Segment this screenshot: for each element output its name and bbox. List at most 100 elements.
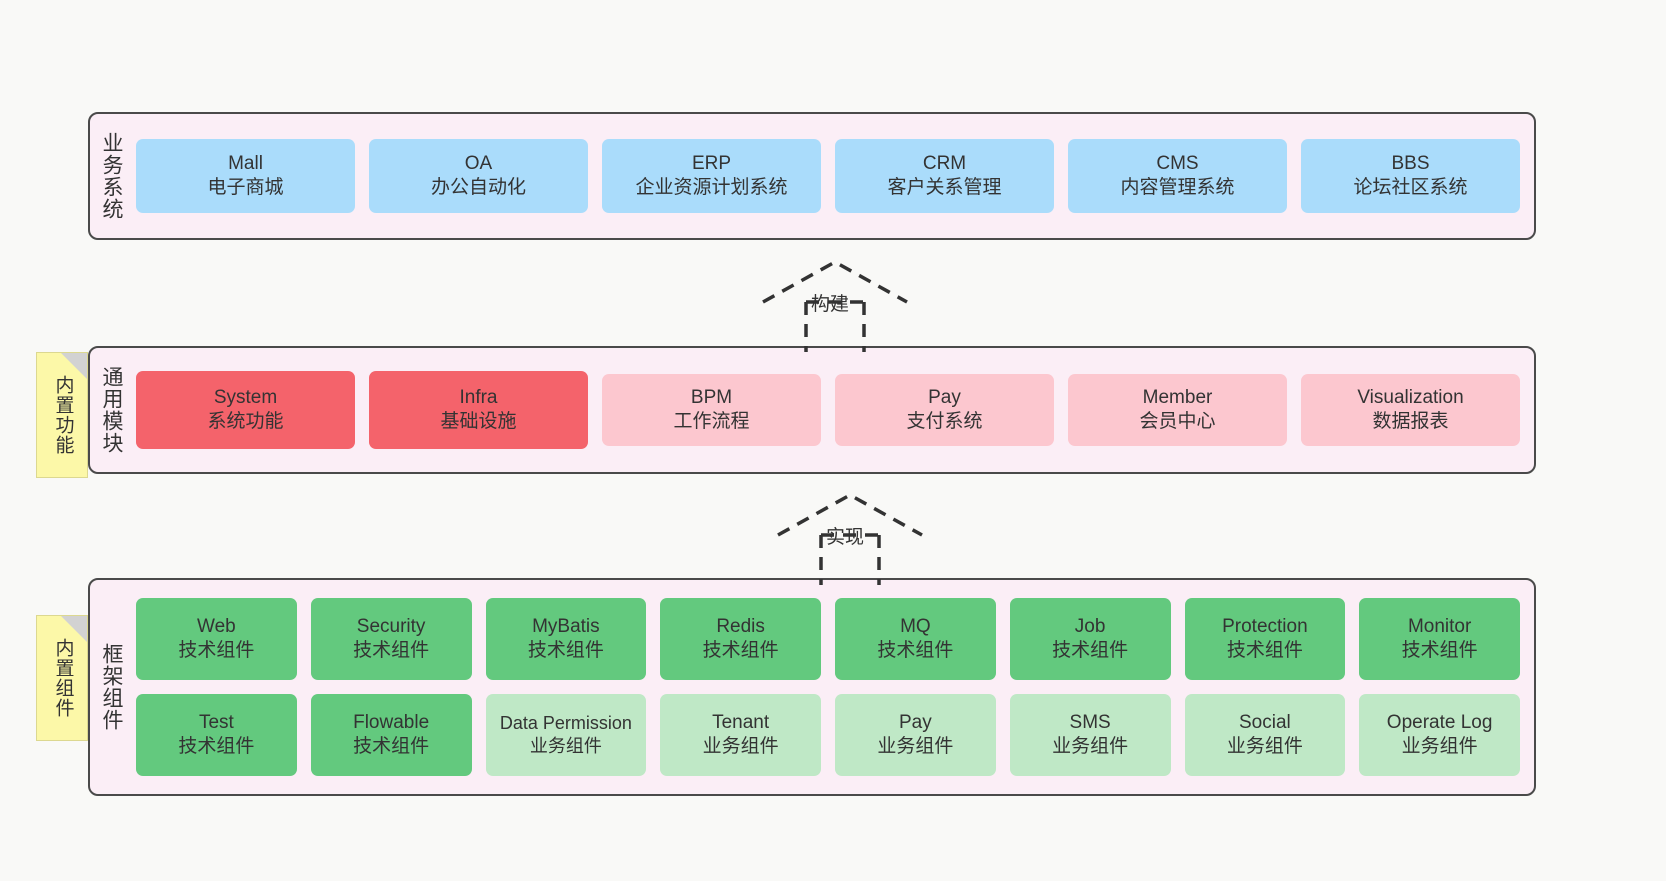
card-operate-log-desc: 业务组件 xyxy=(1401,736,1478,757)
card-system-desc: 系统功能 xyxy=(207,411,284,432)
card-sms-desc: 业务组件 xyxy=(1052,736,1129,757)
card-visualization-name: Visualization xyxy=(1357,386,1464,408)
card-monitor[interactable]: Monitor 技术组件 xyxy=(1359,598,1520,680)
card-job[interactable]: Job 技术组件 xyxy=(1009,598,1171,680)
card-crm-desc: 客户关系管理 xyxy=(887,177,1002,198)
card-data-permission-name: Data Permission xyxy=(499,712,632,733)
card-tenant[interactable]: Tenant 业务组件 xyxy=(660,694,821,776)
connector-build: 构建 xyxy=(755,256,915,352)
card-web-name: Web xyxy=(197,615,236,637)
card-flowable-desc: 技术组件 xyxy=(353,736,430,757)
card-infra-name: Infra xyxy=(459,386,498,408)
card-monitor-name: Monitor xyxy=(1407,615,1472,637)
card-member[interactable]: Member 会员中心 xyxy=(1068,374,1287,446)
card-cms[interactable]: CMS 内容管理系统 xyxy=(1068,139,1287,213)
card-pay-component[interactable]: Pay 业务组件 xyxy=(835,694,996,776)
card-erp-desc: 企业资源计划系统 xyxy=(635,177,788,198)
card-redis-name: Redis xyxy=(716,615,765,637)
card-mall[interactable]: Mall 电子商城 xyxy=(136,139,355,213)
card-bbs-name: BBS xyxy=(1391,152,1430,174)
card-job-name: Job xyxy=(1074,615,1106,637)
connector-implement-label: 实现 xyxy=(826,527,865,548)
card-crm-name: CRM xyxy=(922,152,967,174)
card-pay-module-desc: 支付系统 xyxy=(906,411,983,432)
card-bpm-name: BPM xyxy=(690,386,733,408)
card-cms-name: CMS xyxy=(1156,152,1199,174)
connector-build-arrowhead xyxy=(762,259,908,304)
card-social-desc: 业务组件 xyxy=(1226,736,1303,757)
card-sms[interactable]: SMS 业务组件 xyxy=(1009,694,1171,776)
card-bbs-desc: 论坛社区系统 xyxy=(1353,177,1468,198)
card-social[interactable]: Social 业务组件 xyxy=(1184,694,1346,776)
card-oa-desc: 办公自动化 xyxy=(430,177,526,198)
card-test[interactable]: Test 技术组件 xyxy=(136,694,297,776)
card-operate-log[interactable]: Operate Log 业务组件 xyxy=(1359,694,1520,776)
card-system[interactable]: System 系统功能 xyxy=(136,371,355,449)
card-member-desc: 会员中心 xyxy=(1139,411,1216,432)
card-infra-desc: 基础设施 xyxy=(440,411,517,432)
card-web-desc: 技术组件 xyxy=(178,640,255,661)
card-redis[interactable]: Redis 技术组件 xyxy=(660,598,821,680)
layer-framework-components: 框架组件 Web 技术组件 Security 技术组件 MyBatis 技术组件… xyxy=(88,578,1536,796)
card-oa[interactable]: OA 办公自动化 xyxy=(369,139,588,213)
card-infra[interactable]: Infra 基础设施 xyxy=(369,371,588,449)
note-builtin-component: 内置组件 xyxy=(36,615,88,741)
card-bbs[interactable]: BBS 论坛社区系统 xyxy=(1301,139,1520,213)
card-security-name: Security xyxy=(356,615,426,637)
layer-common-modules-title: 通用模块 xyxy=(100,366,124,454)
card-social-name: Social xyxy=(1239,711,1291,733)
card-tenant-name: Tenant xyxy=(712,711,770,733)
card-test-desc: 技术组件 xyxy=(178,736,255,757)
card-bpm-desc: 工作流程 xyxy=(673,411,750,432)
card-protection-desc: 技术组件 xyxy=(1226,640,1303,661)
card-pay-component-name: Pay xyxy=(899,711,932,733)
card-data-permission-desc: 业务组件 xyxy=(529,736,602,756)
card-mybatis[interactable]: MyBatis 技术组件 xyxy=(485,598,647,680)
card-erp-name: ERP xyxy=(691,152,732,174)
card-bpm[interactable]: BPM 工作流程 xyxy=(602,374,821,446)
card-mq-desc: 技术组件 xyxy=(877,640,954,661)
card-monitor-desc: 技术组件 xyxy=(1401,640,1478,661)
card-security[interactable]: Security 技术组件 xyxy=(310,598,472,680)
connector-build-label: 构建 xyxy=(811,294,850,315)
card-mall-name: Mall xyxy=(228,152,263,174)
card-mybatis-desc: 技术组件 xyxy=(527,640,604,661)
connector-build-stem xyxy=(804,300,866,352)
layer-business-system: 业务系统 Mall 电子商城 OA 办公自动化 ERP 企业资源计划系统 CRM… xyxy=(88,112,1536,240)
connector-implement-arrowhead xyxy=(777,492,923,537)
layer-business-system-cards: Mall 电子商城 OA 办公自动化 ERP 企业资源计划系统 CRM 客户关系… xyxy=(132,114,1534,238)
card-crm[interactable]: CRM 客户关系管理 xyxy=(835,139,1054,213)
card-flowable-name: Flowable xyxy=(353,711,430,733)
note-builtin-component-text: 内置组件 xyxy=(52,638,74,718)
card-pay-module-name: Pay xyxy=(928,386,961,408)
card-sms-name: SMS xyxy=(1069,711,1111,733)
framework-row-technical: Web 技术组件 Security 技术组件 MyBatis 技术组件 Redi… xyxy=(136,598,1520,680)
card-member-name: Member xyxy=(1142,386,1213,408)
note-builtin-function: 内置功能 xyxy=(36,352,88,478)
card-web[interactable]: Web 技术组件 xyxy=(136,598,297,680)
card-pay-component-desc: 业务组件 xyxy=(877,736,954,757)
card-data-permission[interactable]: Data Permission 业务组件 xyxy=(485,694,647,776)
card-protection[interactable]: Protection 技术组件 xyxy=(1184,598,1346,680)
card-test-name: Test xyxy=(198,711,234,733)
framework-row-business: Test 技术组件 Flowable 技术组件 Data Permission … xyxy=(136,694,1520,776)
layer-framework-components-title: 框架组件 xyxy=(100,643,124,731)
card-visualization[interactable]: Visualization 数据报表 xyxy=(1301,374,1520,446)
connector-implement: 实现 xyxy=(770,489,930,585)
card-cms-desc: 内容管理系统 xyxy=(1120,177,1235,198)
card-tenant-desc: 业务组件 xyxy=(702,736,779,757)
note-builtin-function-text: 内置功能 xyxy=(52,375,74,455)
card-protection-name: Protection xyxy=(1222,615,1308,637)
layer-common-modules: 通用模块 System 系统功能 Infra 基础设施 BPM 工作流程 Pay… xyxy=(88,346,1536,474)
card-security-desc: 技术组件 xyxy=(353,640,430,661)
card-mq[interactable]: MQ 技术组件 xyxy=(835,598,996,680)
card-erp[interactable]: ERP 企业资源计划系统 xyxy=(602,139,821,213)
card-mq-name: MQ xyxy=(900,615,931,637)
card-operate-log-name: Operate Log xyxy=(1386,711,1493,733)
layer-framework-components-cards: Web 技术组件 Security 技术组件 MyBatis 技术组件 Redi… xyxy=(132,580,1534,794)
card-flowable[interactable]: Flowable 技术组件 xyxy=(310,694,472,776)
card-system-name: System xyxy=(213,386,278,408)
card-mall-desc: 电子商城 xyxy=(207,177,284,198)
card-pay-module[interactable]: Pay 支付系统 xyxy=(835,374,1054,446)
card-oa-name: OA xyxy=(464,152,493,174)
